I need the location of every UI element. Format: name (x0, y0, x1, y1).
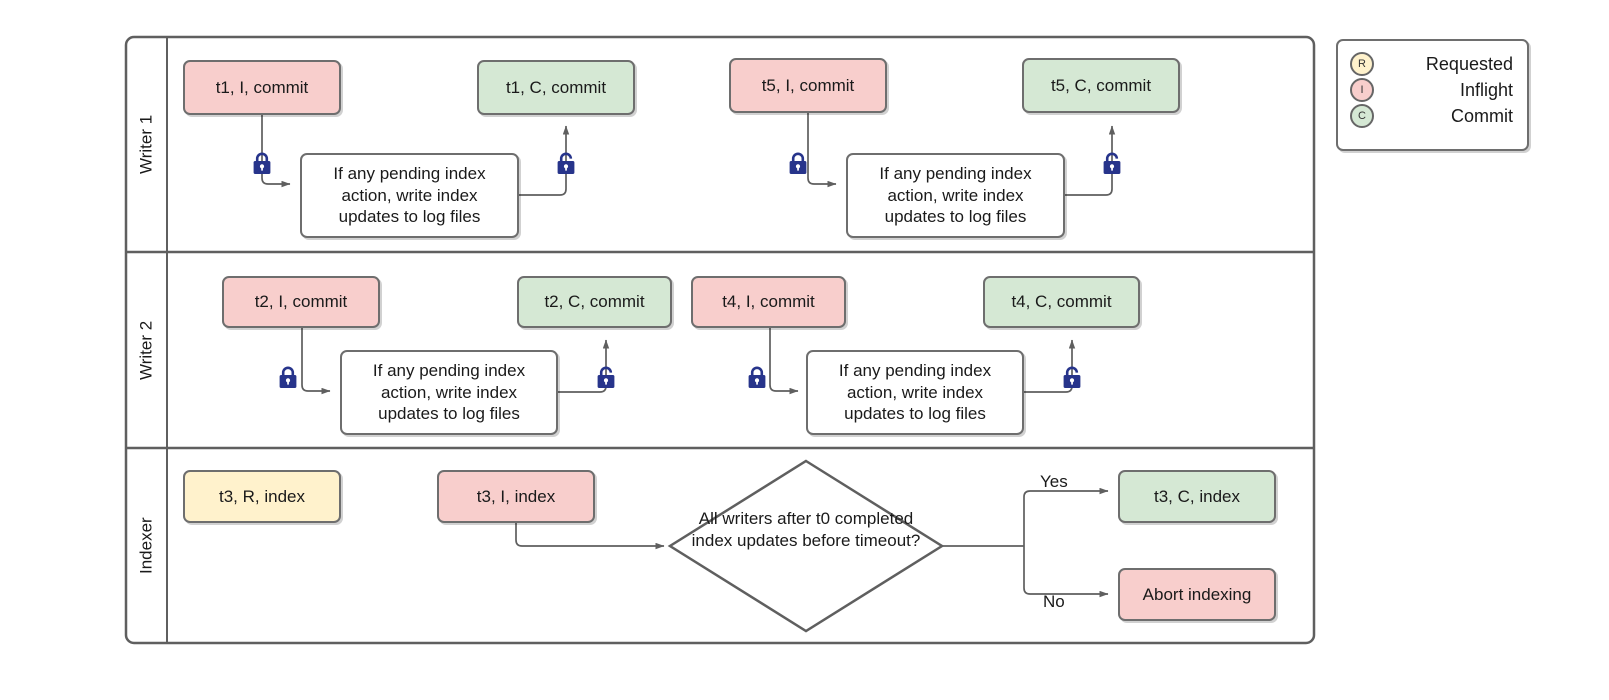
legend-label-commit: Commit (1451, 105, 1513, 126)
edge-t3-inflight-to-decision (515, 523, 665, 550)
legend-item-inflight: I Inflight (1350, 77, 1513, 103)
node-t5-commit[interactable]: t5, C, commit (1022, 58, 1180, 113)
lane-label-writer-1: Writer 1 (136, 114, 156, 175)
node-t4-commit[interactable]: t4, C, commit (983, 276, 1140, 328)
lock-open-icon (597, 366, 615, 388)
swimlane-frame (124, 35, 1316, 645)
lock-closed-icon (253, 152, 271, 174)
lock-open-icon (1063, 366, 1081, 388)
lane-label-writer-2: Writer 2 (136, 320, 156, 380)
node-t2-process[interactable]: If any pending index action, write index… (340, 350, 558, 435)
edge-label-no: No (1043, 592, 1065, 611)
node-t2-commit[interactable]: t2, C, commit (517, 276, 672, 328)
lock-closed-icon (789, 152, 807, 174)
legend-badge-requested-icon: R (1350, 52, 1374, 76)
node-t4-inflight[interactable]: t4, I, commit (691, 276, 846, 328)
legend-item-commit: C Commit (1350, 103, 1513, 129)
node-t5-process[interactable]: If any pending index action, write index… (846, 153, 1065, 238)
edge-t5-process-to-commit (1065, 125, 1116, 196)
edge-t4-inflight-to-process (769, 328, 799, 395)
edge-label-yes: Yes (1040, 472, 1068, 491)
edge-t1-process-to-commit (519, 125, 570, 196)
decision-label: All writers after t0 completed index upd… (691, 509, 921, 551)
edge-t1-inflight-to-process (261, 115, 291, 188)
node-t2-inflight[interactable]: t2, I, commit (222, 276, 380, 328)
node-t5-inflight[interactable]: t5, I, commit (729, 58, 887, 113)
edge-t2-inflight-to-process (301, 328, 331, 395)
lane-label-indexer: Indexer (136, 517, 156, 574)
node-abort-indexing[interactable]: Abort indexing (1118, 568, 1276, 621)
node-t1-inflight[interactable]: t1, I, commit (183, 60, 341, 115)
decision-diamond (667, 459, 945, 633)
lock-closed-icon (279, 366, 297, 388)
edge-t5-inflight-to-process (807, 113, 837, 188)
legend-panel: R Requested I Inflight C Commit (1336, 39, 1529, 151)
lock-closed-icon (748, 366, 766, 388)
node-t1-process[interactable]: If any pending index action, write index… (300, 153, 519, 238)
node-t4-process[interactable]: If any pending index action, write index… (806, 350, 1024, 435)
legend-item-requested: R Requested (1350, 51, 1513, 77)
node-t3-inflight[interactable]: t3, I, index (437, 470, 595, 523)
legend-label-requested: Requested (1425, 53, 1513, 74)
node-t3-commit[interactable]: t3, C, index (1118, 470, 1276, 523)
edge-decision-no (1023, 546, 1109, 598)
node-t3-requested[interactable]: t3, R, index (183, 470, 341, 523)
legend-badge-commit-icon: C (1350, 104, 1374, 128)
legend-badge-inflight-icon: I (1350, 78, 1374, 102)
lock-open-icon (1103, 152, 1121, 174)
lock-open-icon (557, 152, 575, 174)
node-t1-commit[interactable]: t1, C, commit (477, 60, 635, 115)
legend-label-inflight: Inflight (1459, 79, 1513, 100)
edge-decision-yes (1023, 487, 1109, 546)
